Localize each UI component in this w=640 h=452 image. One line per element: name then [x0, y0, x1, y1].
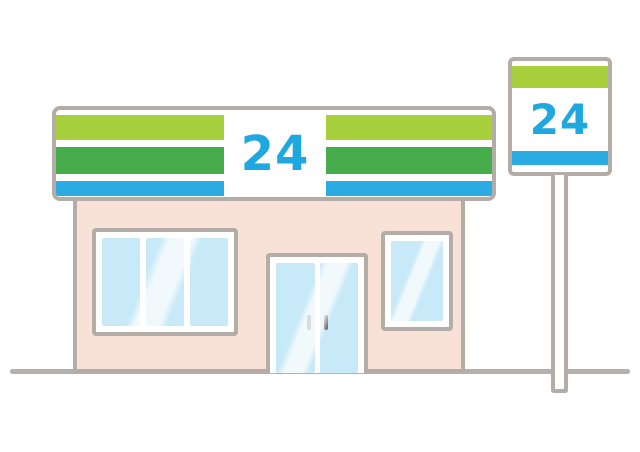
- window-pane: [146, 238, 184, 326]
- entrance-door: [266, 253, 368, 373]
- storefront-sign-band: 24: [52, 106, 496, 201]
- window-pane: [102, 238, 140, 326]
- pole-sign-stripe-blue: [512, 151, 608, 165]
- door-panels: [276, 263, 358, 373]
- pole-sign-stripe-light-green: [512, 66, 608, 88]
- door-panel-right: [319, 263, 358, 373]
- right-window-panes: [391, 241, 443, 321]
- door-handle: [306, 315, 311, 330]
- window-pane: [190, 238, 228, 326]
- sign-pole: [551, 175, 568, 393]
- pole-sign-24-panel: 24: [512, 88, 608, 151]
- right-window: [381, 231, 453, 331]
- left-window: [92, 228, 238, 336]
- door-handle: [323, 315, 328, 330]
- pole-sign-24-text: 24: [529, 94, 591, 144]
- window-pane: [391, 241, 443, 321]
- store-sign-24-panel: 24: [224, 110, 326, 197]
- door-panel-left: [276, 263, 315, 373]
- pole-sign: 24: [508, 57, 612, 176]
- left-window-panes: [102, 238, 228, 326]
- store-sign-24-text: 24: [240, 125, 310, 182]
